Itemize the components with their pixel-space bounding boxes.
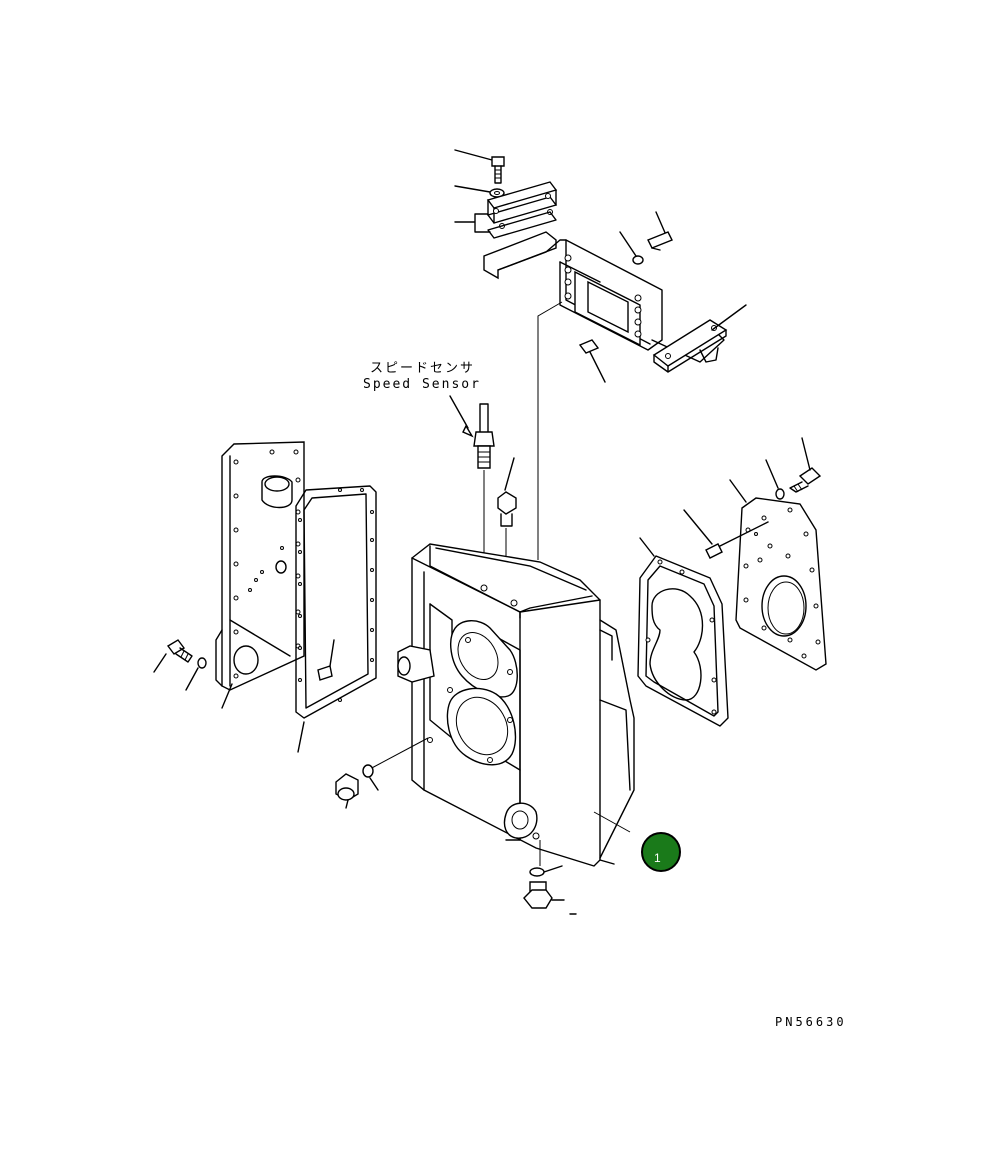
callout-1-circle[interactable] <box>641 832 681 872</box>
transmission-case <box>397 543 635 867</box>
bottom-plug <box>523 865 577 915</box>
top-bolt <box>454 149 505 184</box>
left-cover <box>215 441 305 691</box>
speed-sensor: スピードセンサ Speed Sensor <box>363 361 495 586</box>
main-bracket <box>483 231 747 383</box>
top-washer <box>454 185 505 198</box>
right-cover <box>683 479 827 671</box>
top-bracket-assembly <box>454 149 747 383</box>
callout-1[interactable]: 1 <box>641 832 681 872</box>
speed-sensor-label-jp: スピードセンサ <box>370 361 475 376</box>
bracket-side-bolt <box>619 211 673 265</box>
right-bolt <box>765 437 822 500</box>
side-plug <box>335 737 429 809</box>
drawing-code: PN56630 <box>775 1015 847 1029</box>
top-plates <box>454 181 558 239</box>
speed-sensor-label-en: Speed Sensor <box>363 377 481 392</box>
left-gasket <box>295 485 377 753</box>
callout-1-number[interactable]: 1 <box>654 851 661 865</box>
bracket-leader-line <box>537 301 563 560</box>
left-bolts <box>153 639 233 709</box>
right-gasket <box>637 537 729 727</box>
